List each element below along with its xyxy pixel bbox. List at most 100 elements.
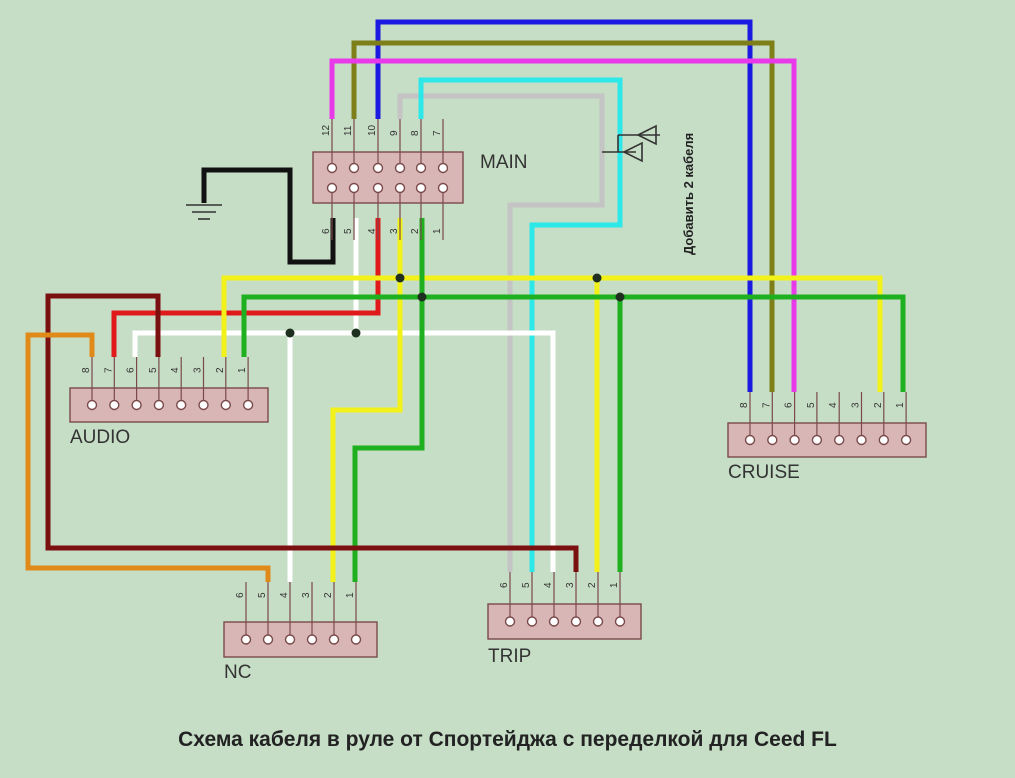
pin-hole xyxy=(109,399,120,411)
wire-green-bus xyxy=(241,294,906,392)
pin-hole xyxy=(372,182,384,194)
connector-main-body xyxy=(312,151,464,204)
pin-hole xyxy=(175,399,187,411)
pin-hole xyxy=(262,634,274,645)
pin-hole xyxy=(394,162,406,174)
pin-hole xyxy=(789,434,800,446)
pin-number: 1 xyxy=(345,592,356,598)
pin-hole xyxy=(834,434,845,446)
pin-hole xyxy=(348,182,360,194)
pin-hole xyxy=(306,634,318,645)
pin-number: 5 xyxy=(521,582,532,588)
pin-hole xyxy=(348,162,360,174)
connector-trip-label: TRIP xyxy=(488,646,531,667)
pin-number: 2 xyxy=(410,228,421,234)
connector-audio-label: AUDIO xyxy=(70,427,130,448)
pin-number: 6 xyxy=(321,228,332,234)
pin-hole xyxy=(372,162,384,174)
pin-hole xyxy=(326,162,338,174)
junction-dot xyxy=(615,292,625,302)
wire-gray-main xyxy=(397,93,605,572)
junction-dot xyxy=(417,292,427,302)
pin-number: 12 xyxy=(321,124,332,136)
pin-number: 6 xyxy=(784,402,795,408)
pin-hole xyxy=(198,399,209,411)
pin-number: 3 xyxy=(389,228,400,234)
pin-number: 1 xyxy=(895,402,906,408)
pin-number: 4 xyxy=(279,592,290,598)
pin-number: 7 xyxy=(103,367,114,373)
pin-number: 8 xyxy=(410,130,421,136)
pin-number: 3 xyxy=(565,582,576,588)
pin-hole xyxy=(240,634,252,645)
pin-number: 1 xyxy=(609,582,620,588)
pin-number: 5 xyxy=(257,592,268,598)
pin-number: 10 xyxy=(367,124,378,136)
pin-hole xyxy=(767,434,778,446)
pin-hole xyxy=(415,182,427,194)
pin-hole xyxy=(350,634,362,645)
wire-olive xyxy=(351,40,775,392)
pin-number: 4 xyxy=(170,367,181,373)
pin-hole xyxy=(570,616,582,627)
pin-hole xyxy=(437,182,449,194)
pin-number: 5 xyxy=(806,402,817,408)
junction-dot xyxy=(395,273,405,283)
pin-hole xyxy=(415,162,427,174)
diagram-caption: Схема кабеля в руле от Спортейджа с пере… xyxy=(178,728,837,751)
pin-hole xyxy=(548,616,560,627)
pin-number: 3 xyxy=(851,402,862,408)
wire-blue xyxy=(375,19,753,392)
pin-hole xyxy=(86,399,98,411)
pin-number: 6 xyxy=(235,592,246,598)
pin-hole xyxy=(328,634,340,645)
pin-number: 5 xyxy=(148,367,159,373)
pin-number: 2 xyxy=(215,367,226,373)
connector-nc-label: NC xyxy=(224,662,251,683)
connector-cruise-body xyxy=(727,422,927,458)
pin-hole xyxy=(131,399,142,411)
wire-yellow-main xyxy=(330,218,403,582)
junction-dot xyxy=(592,273,602,283)
wires xyxy=(25,19,906,582)
pin-hole xyxy=(504,616,516,627)
connector-main-label: MAIN xyxy=(480,152,528,173)
junction-dot xyxy=(351,328,361,338)
pin-hole xyxy=(437,162,449,174)
pin-hole xyxy=(878,434,889,446)
connector-cruise-label: CRUISE xyxy=(728,462,800,483)
pin-number: 8 xyxy=(81,367,92,373)
pin-hole xyxy=(900,434,912,446)
wire-yellow-bus xyxy=(221,275,883,392)
pin-hole xyxy=(811,434,823,446)
junctions xyxy=(285,273,625,338)
pin-number: 6 xyxy=(126,367,137,373)
antenna-icon xyxy=(602,124,660,163)
pin-hole xyxy=(394,182,406,194)
pin-number: 4 xyxy=(828,402,839,408)
pin-number: 2 xyxy=(323,592,334,598)
pin-number: 4 xyxy=(367,228,378,234)
pin-hole xyxy=(856,434,867,446)
wire-green-main xyxy=(352,218,425,582)
pin-hole xyxy=(242,399,254,411)
wire-magenta xyxy=(329,58,797,392)
pin-number: 9 xyxy=(389,130,400,136)
pin-hole xyxy=(284,634,296,645)
wire-orange xyxy=(25,332,271,582)
pin-hole xyxy=(526,616,538,627)
pin-number: 2 xyxy=(587,582,598,588)
connector-nc: 6 5 4 3 2 1NC xyxy=(223,582,378,683)
pin-number: 6 xyxy=(499,582,510,588)
pin-number: 3 xyxy=(301,592,312,598)
pin-hole xyxy=(744,434,756,446)
pin-number: 8 xyxy=(739,402,750,408)
pin-number: 3 xyxy=(193,367,204,373)
pin-hole xyxy=(153,399,165,411)
pin-hole xyxy=(220,399,232,411)
